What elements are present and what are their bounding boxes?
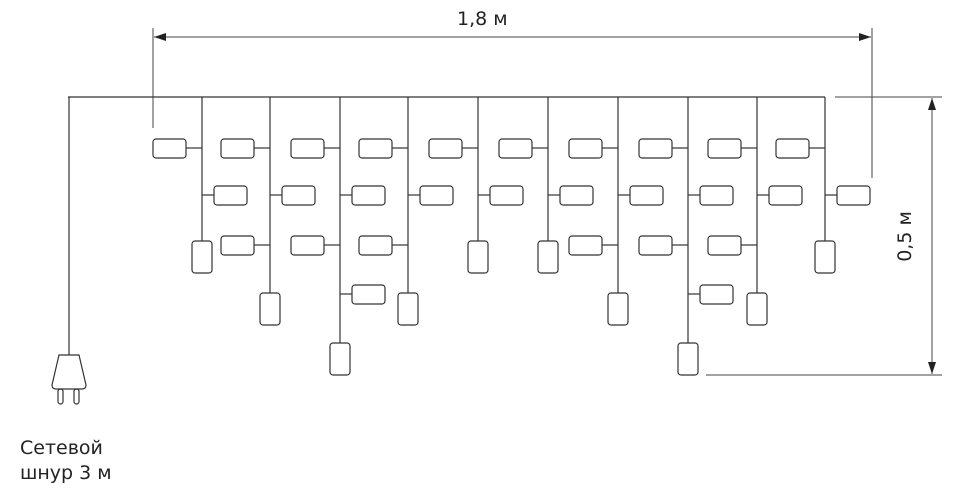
- icicle-strands: [152, 97, 871, 376]
- bulb-icon: [467, 240, 489, 274]
- bulb-icon: [489, 185, 524, 206]
- bulb-icon: [213, 185, 248, 206]
- bulb-icon: [329, 342, 351, 376]
- width-label: 1,8 м: [457, 8, 508, 30]
- bulb-icon: [259, 292, 281, 326]
- bulb-icon: [638, 235, 673, 256]
- cord-caption: Сетевой шнур 3 м: [20, 436, 112, 486]
- height-dimension: [706, 96, 942, 376]
- cord-caption-line2: шнур 3 м: [20, 462, 112, 484]
- bulb-icon: [498, 138, 533, 159]
- bulb-icon: [559, 185, 594, 206]
- height-label: 0,5 м: [893, 211, 916, 262]
- bulb-icon: [768, 185, 803, 206]
- bulb-icon: [629, 185, 664, 206]
- bulb-icon: [707, 235, 742, 256]
- main-wire: [68, 96, 825, 355]
- bulb-icon: [568, 138, 603, 159]
- bulb-icon: [607, 292, 629, 326]
- plug-icon: [51, 354, 87, 405]
- bulb-icon: [351, 185, 386, 206]
- width-dimension: [152, 28, 873, 178]
- bulb-icon: [358, 235, 393, 256]
- bulb-icon: [220, 235, 255, 256]
- bulb-icon: [152, 138, 187, 159]
- bulb-icon: [638, 138, 673, 159]
- bulb-icon: [775, 138, 810, 159]
- bulb-icon: [358, 138, 393, 159]
- bulb-icon: [814, 240, 836, 274]
- bulb-icon: [428, 138, 463, 159]
- bulb-icon: [191, 240, 213, 274]
- bulb-icon: [707, 138, 742, 159]
- bulb-icon: [397, 292, 419, 326]
- bulb-icon: [699, 284, 734, 305]
- bulb-icon: [281, 185, 316, 206]
- bulb-icon: [699, 185, 734, 206]
- bulb-icon: [746, 292, 768, 326]
- bulb-icon: [290, 235, 325, 256]
- bulb-icon: [419, 185, 454, 206]
- bulb-icon: [836, 185, 871, 206]
- bulb-icon: [537, 240, 559, 274]
- bulb-icon: [290, 138, 325, 159]
- bulb-icon: [220, 138, 255, 159]
- bulb-icon: [568, 235, 603, 256]
- bulb-icon: [351, 284, 386, 305]
- bulb-icon: [677, 342, 699, 376]
- cord-caption-line1: Сетевой: [20, 437, 103, 459]
